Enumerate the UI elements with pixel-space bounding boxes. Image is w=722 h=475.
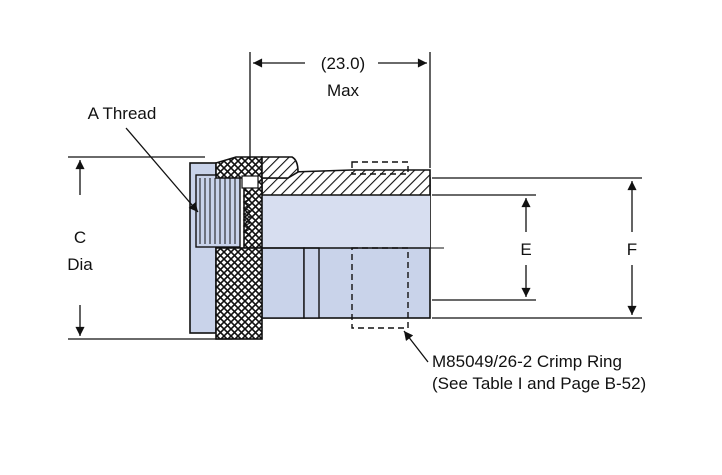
coupling-nut xyxy=(189,156,299,340)
dimension-f xyxy=(432,177,642,319)
dimension-e xyxy=(432,194,536,301)
thread-label: A Thread xyxy=(88,104,157,123)
crimp-ring-label: M85049/26-2 Crimp Ring xyxy=(432,352,622,371)
c-dia-label: C xyxy=(74,228,86,247)
crimp-ring-outline xyxy=(351,161,409,329)
crimp-ring-reference: (See Table I and Page B-52) xyxy=(432,374,646,393)
length-qualifier: Max xyxy=(327,81,360,100)
c-dia-sub-label: Dia xyxy=(67,255,93,274)
connector-body xyxy=(255,169,445,319)
crimp-ring-leader xyxy=(403,330,429,363)
f-label: F xyxy=(627,240,637,259)
thread-leader xyxy=(125,127,199,213)
dimension-overall-length xyxy=(249,52,431,168)
e-label: E xyxy=(520,240,531,259)
dimension-c-dia xyxy=(68,156,232,340)
length-value: (23.0) xyxy=(321,54,365,73)
